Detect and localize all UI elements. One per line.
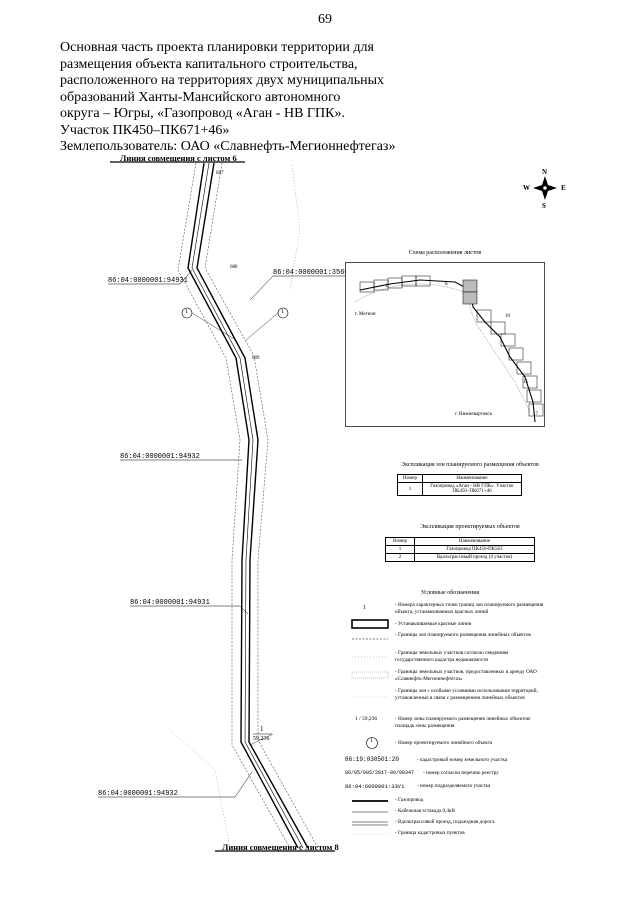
heading-line: Участок ПК450–ПК671+46»	[60, 122, 230, 138]
legend-sample-zouit	[352, 696, 388, 698]
legend-sample-object-num: 1	[370, 738, 373, 744]
object-number: 1	[185, 309, 188, 315]
heading-line: округа – Югры, «Газопровод «Аган - НВ ГП…	[60, 106, 345, 121]
heading-line: расположенного на территориях двух муниц…	[60, 73, 385, 88]
point-number: 689	[252, 356, 260, 361]
objects-table-cell: Газопровод ПК450-ПК563	[414, 545, 535, 554]
scheme-sheet-number: 8	[445, 282, 448, 287]
legend-sample-gkn	[352, 656, 388, 658]
legend-item: - номер согласно перечню реестру	[423, 770, 499, 776]
scheme-sheet-number: 10	[505, 314, 510, 319]
zones-table-header: Наименование	[422, 474, 522, 483]
objects-table-cell: 2	[385, 553, 415, 562]
zones-table-cell: 1	[397, 482, 423, 496]
compass-e: E	[561, 184, 566, 192]
zones-table: Номер Наименование 1 Газопровод «Аган - …	[397, 474, 522, 496]
compass-n: N	[542, 168, 548, 176]
legend-sample-lease	[351, 671, 389, 679]
legend-item: - Границы земельных участков, предоставл…	[395, 669, 537, 682]
cadastral-label: 86:04:0000001:94931	[108, 277, 188, 285]
object-number: 1	[281, 309, 284, 315]
legend-item: - Кабельная эстакада 0,4кВ	[395, 808, 455, 814]
legend-sample-cadastral: 86:19:030501:20	[345, 756, 400, 763]
page-number: 69	[318, 12, 332, 27]
objects-table-cell: Вдольтрассовый проезд (4 участок)	[414, 553, 535, 562]
sheet-line-bottom: Линия совмещения с листом 8	[222, 842, 339, 852]
red-line-right	[196, 162, 309, 849]
zone-number: 1	[260, 725, 264, 733]
heading-line: Землепользователь: ОАО «Славнефть-Мегион…	[60, 139, 396, 154]
legend-sample-pipeline	[352, 800, 388, 802]
compass-icon	[533, 176, 557, 200]
zone-boundary-left	[177, 162, 291, 849]
sheet-line-top: Линия совмещения с листом 6	[120, 153, 237, 163]
compass-s: S	[542, 202, 546, 210]
red-line-left	[187, 162, 299, 849]
legend-item: - кадастровый номер земельного участка	[417, 757, 508, 763]
scheme-city-left: г. Мегион	[355, 312, 376, 317]
legend-item: - Газопровод	[395, 797, 424, 803]
legend-item: - Вдольтрассовый проезд, подъездная доро…	[395, 819, 495, 825]
scheme-city-bottom: г. Нижневартовск	[455, 412, 493, 417]
point-number: 688	[230, 265, 238, 270]
legend-sample-point: 1	[363, 605, 366, 611]
legend-item: - Номера характерных точек границ зон пл…	[395, 602, 544, 615]
legend-item: - Границы зон планируемого размещения ли…	[395, 632, 531, 638]
heading-line: Основная часть проекта планировки террит…	[60, 40, 374, 55]
cadastral-label: 86:04:0000001:94931	[130, 599, 210, 607]
legend-sample-cadastral-boundary	[352, 833, 388, 835]
zone-boundary-right	[204, 162, 319, 849]
cadastral-label: 86:04:0000001:94932	[98, 790, 178, 798]
land-boundary	[169, 729, 231, 849]
zones-table-cell: Газопровод «Аган - НВ ГПК». Участок ПК45…	[422, 482, 522, 496]
scheme-sheet-number: 17	[533, 412, 538, 417]
legend-sample-object-circle	[366, 737, 378, 749]
legend-item: - Устанавливаемые красные линии	[395, 621, 472, 627]
legend-item: - Номер проектируемого линейного объекта	[395, 740, 493, 746]
legend-sample-zone-num: 1 / 59,236	[355, 716, 378, 722]
legend-sample-cable	[352, 811, 388, 813]
objects-table-cell: 1	[385, 545, 415, 554]
legend-item: - номер подразделяемого участка	[417, 783, 491, 789]
legend-sample-subdivided: 86:04:6000001:3ЗУ1	[345, 783, 405, 790]
legend-sample-zone	[352, 638, 388, 640]
legend: Условные обозначения 1 - Номера характер…	[345, 590, 545, 840]
legend-title: Условные обозначения	[420, 590, 480, 596]
sheet-scheme: Схема расположения листов г. Мегион г. Н…	[345, 250, 545, 427]
legend-item: - Граница кадастровых пунктов	[395, 830, 465, 836]
legend-sample-registry: 86/05/005/2017-06/00347	[345, 770, 415, 776]
legend-item: - Номер зоны планируемого размещения лин…	[395, 716, 531, 729]
objects-table-header: Номер	[385, 537, 415, 546]
cadastral-label: 86:04:0000001:94932	[120, 453, 200, 461]
legend-sample-redline	[351, 619, 389, 629]
scheme-title: Схема расположения листов	[408, 250, 482, 256]
objects-table: Номер Наименование 1 Газопровод ПК450-ПК…	[385, 537, 535, 562]
legend-item: - Границы зон с особыми условиями исполь…	[395, 688, 538, 701]
objects-table-title: Экспликация проектируемых объектов	[420, 524, 520, 530]
legend-sample-road	[352, 821, 388, 826]
zones-table-header: Номер	[397, 474, 423, 483]
document-heading: Основная часть проекта планировки террит…	[60, 40, 400, 156]
objects-table-header: Наименование	[414, 537, 535, 546]
scheme-sheet-number: 1	[385, 284, 388, 289]
land-boundary	[289, 164, 301, 291]
point-number: 687	[216, 171, 224, 176]
scheme-map	[345, 262, 545, 427]
heading-line: размещения объекта капитального строител…	[60, 56, 358, 72]
zone-area: 59.236	[253, 736, 270, 742]
pipeline-axis	[191, 162, 304, 849]
heading-line: образований Ханты-Мансийского автономног…	[60, 89, 341, 105]
legend-item: - Границы земельных участков согласно св…	[395, 650, 509, 663]
cadastral-label: 86:04:0000001:35603	[273, 269, 353, 277]
zones-table-title: Экспликация зон планируемого размещения …	[401, 462, 539, 468]
compass-w: W	[523, 184, 530, 192]
scheme-sheet-number: 15	[523, 380, 528, 385]
